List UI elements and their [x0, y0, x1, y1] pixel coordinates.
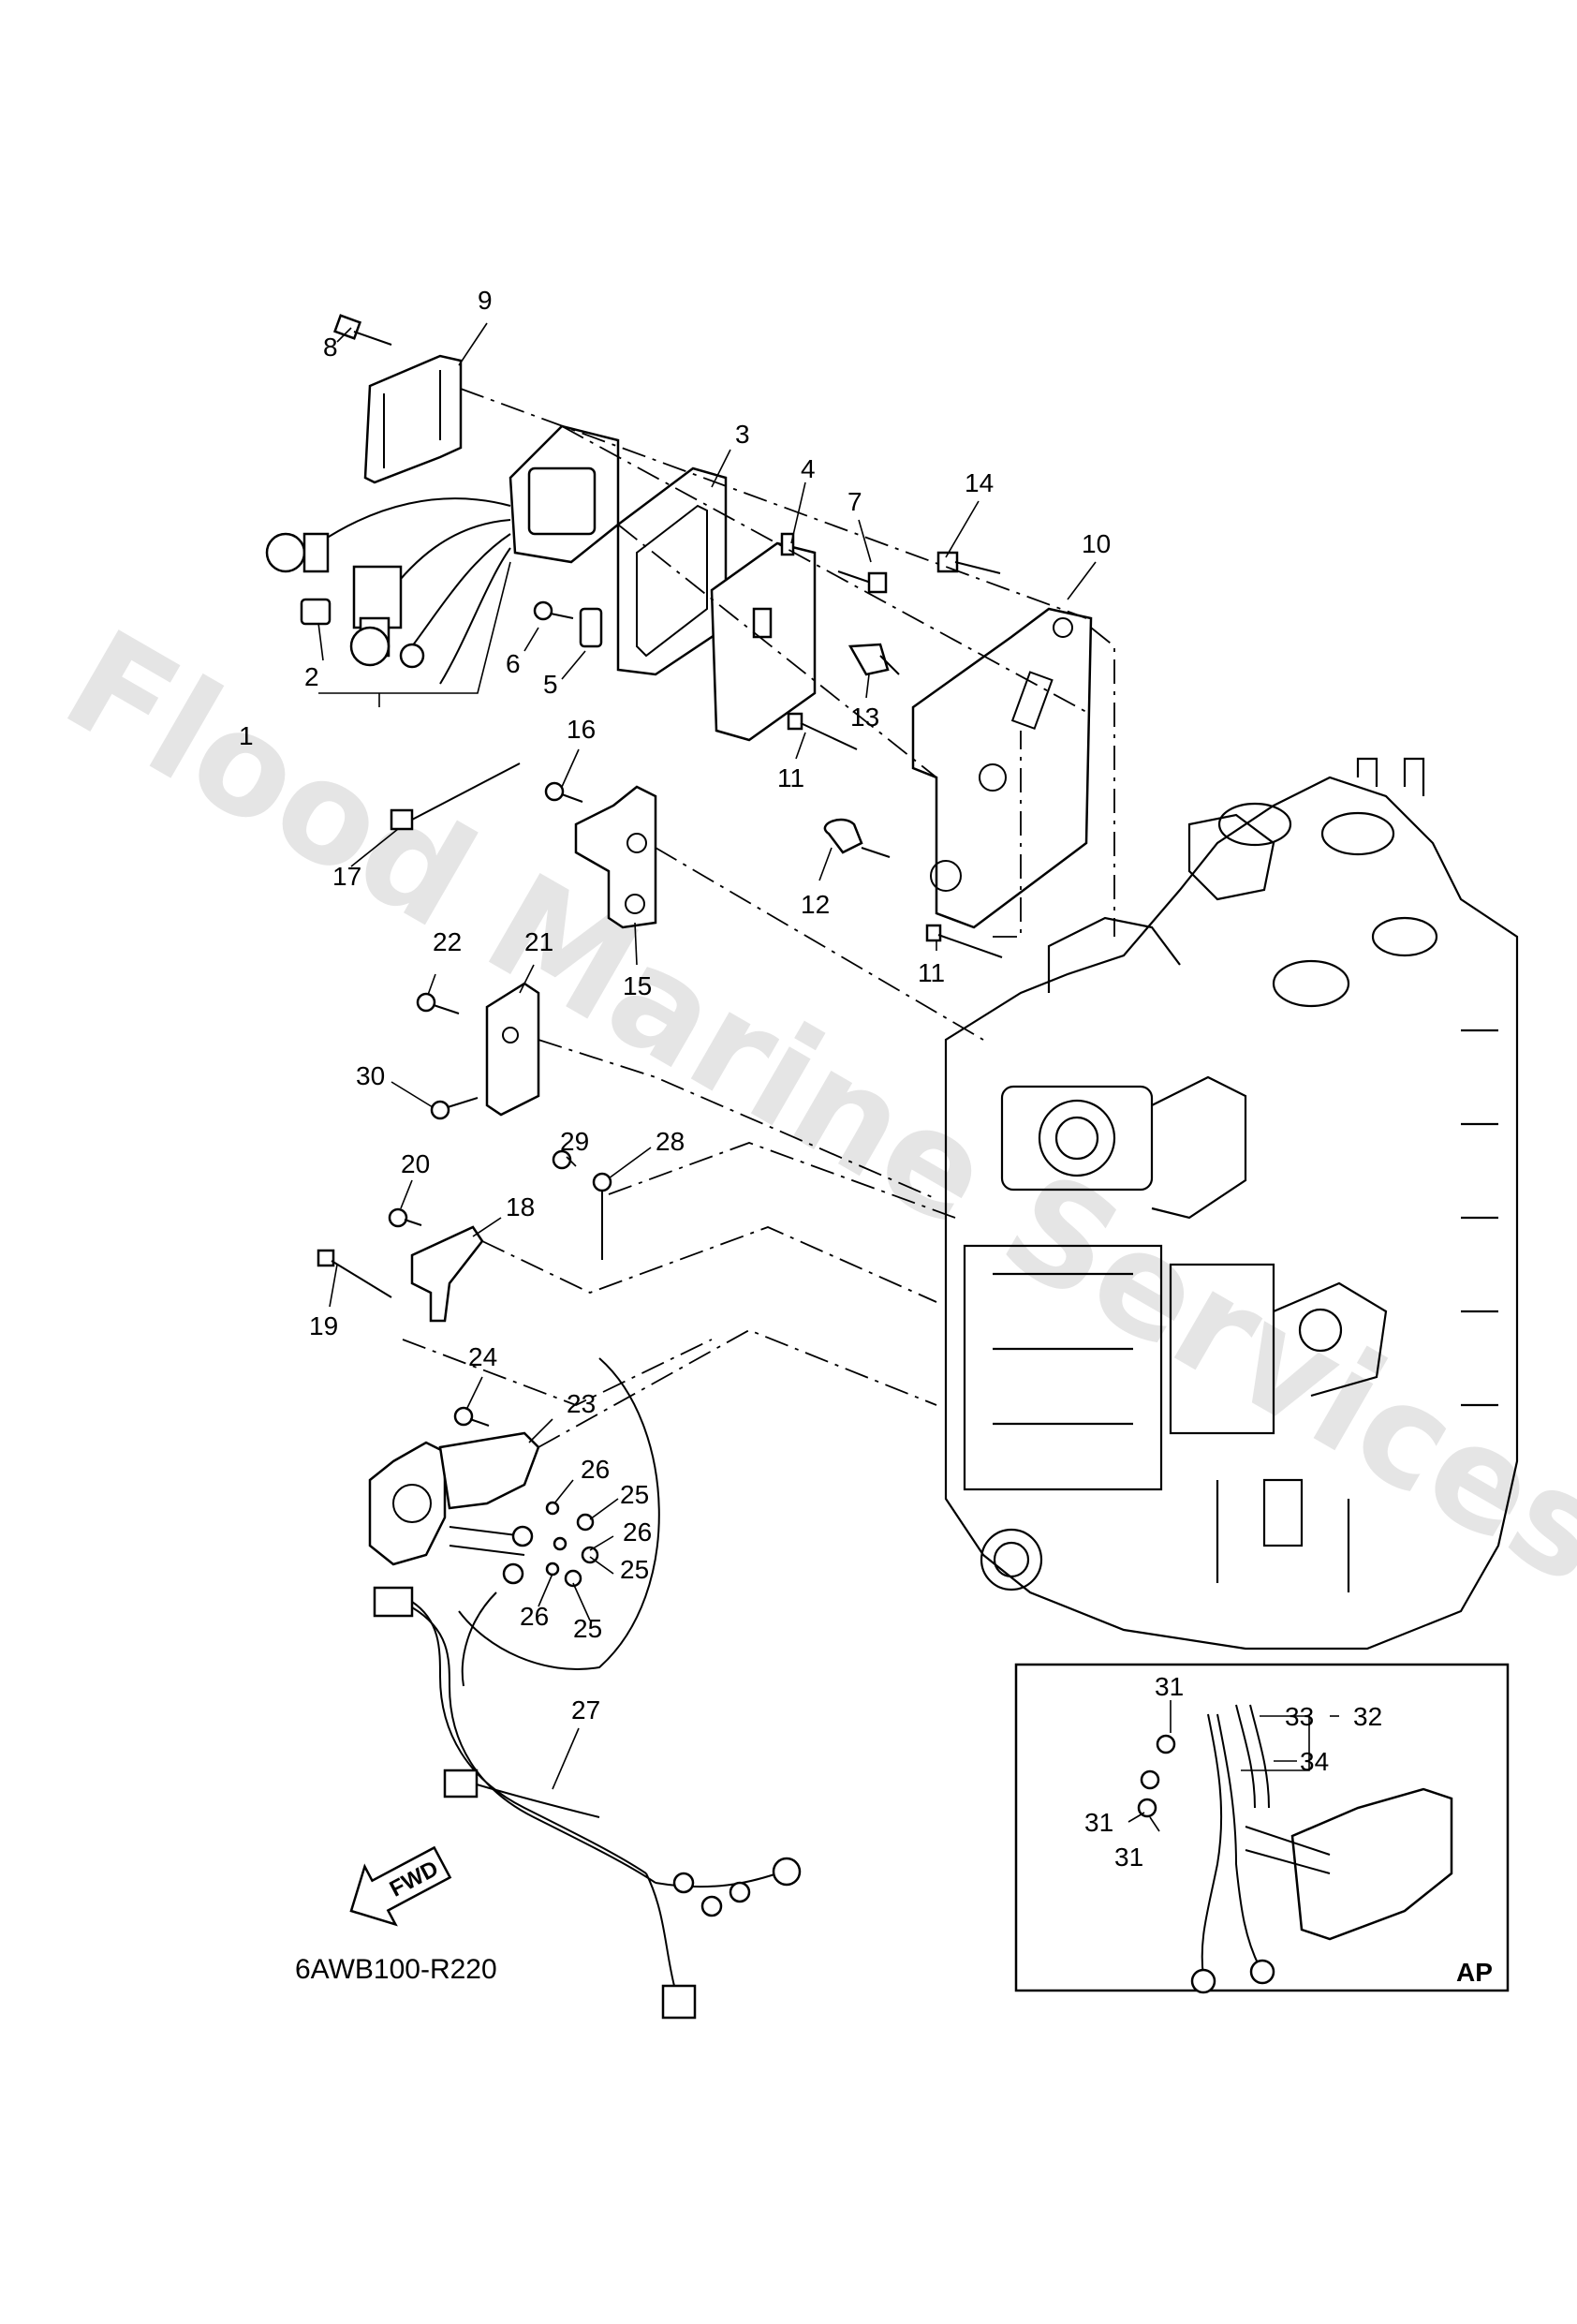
callout-7: 7: [847, 487, 862, 516]
part-10-bracket: [911, 607, 1093, 929]
callout-17: 17: [332, 862, 361, 891]
part-11-tie-lower: [925, 924, 1003, 958]
callout-20: 20: [401, 1149, 430, 1178]
callout-18: 18: [506, 1192, 535, 1221]
callout-34: 34: [1300, 1747, 1329, 1776]
callout-31b: 31: [1084, 1808, 1113, 1837]
callout-21: 21: [524, 927, 553, 956]
part-23-assembly: [368, 1431, 540, 1585]
part-1-cdi-unit: [265, 424, 620, 685]
part-28-wire: [592, 1172, 612, 1260]
callout-30: 30: [356, 1061, 385, 1090]
part-9-bracket: [363, 354, 463, 484]
callout-31c: 31: [1114, 1843, 1143, 1872]
callout-19: 19: [309, 1311, 338, 1340]
callout-10: 10: [1082, 529, 1111, 558]
callout-6: 6: [506, 649, 521, 678]
part-30-screw: [430, 1097, 479, 1120]
callout-5: 5: [543, 670, 558, 699]
callout-3: 3: [735, 420, 750, 449]
callout-25a: 25: [620, 1480, 649, 1509]
part-18-bracket: [410, 1225, 484, 1323]
callout-11b: 11: [918, 958, 945, 987]
callout-14: 14: [965, 468, 994, 497]
dashed-leaders: [402, 388, 1115, 1448]
callout-13: 13: [850, 703, 879, 732]
part-8-bolt: [332, 314, 392, 346]
part-3-gasket: [616, 466, 728, 676]
detail-bubble: [458, 1357, 660, 1670]
callout-26c: 26: [520, 1602, 549, 1631]
callout-22: 22: [433, 927, 462, 956]
callout-26a: 26: [581, 1455, 610, 1484]
callout-28: 28: [656, 1127, 685, 1156]
callout-25b: 25: [620, 1555, 649, 1584]
callout-11a: 11: [777, 763, 804, 792]
callout-2: 2: [304, 662, 319, 691]
callout-32: 32: [1353, 1702, 1382, 1731]
part-13-clamp: [847, 643, 900, 676]
part-22-screw: [416, 992, 460, 1014]
part-6-screw: [533, 600, 574, 621]
part-20-screw: [388, 1207, 422, 1228]
part-27-harness: [373, 1586, 802, 2020]
callout-9: 9: [478, 286, 493, 315]
part-16-screw: [544, 781, 583, 803]
part-11-tie-upper: [787, 712, 858, 750]
part-24-screw: [453, 1406, 490, 1427]
callout-29: 29: [560, 1127, 589, 1156]
callout-16: 16: [567, 715, 596, 744]
part-15-bracket: [574, 785, 657, 929]
part-4-plate: [710, 532, 817, 742]
part-7-bolt: [837, 570, 888, 594]
callout-8: 8: [323, 333, 338, 362]
part-21-bracket: [485, 982, 540, 1117]
drawing-code: 6AWB100-R220: [295, 1954, 497, 1985]
part-2-clip: [300, 598, 332, 626]
parts-25-26-fasteners: [545, 1501, 599, 1588]
part-5-spacer: [579, 607, 603, 648]
callout-4: 4: [801, 454, 816, 483]
callout-27: 27: [571, 1695, 600, 1724]
callout-23: 23: [567, 1389, 596, 1418]
engine-block: [944, 757, 1519, 1650]
part-12-clamp: [823, 818, 891, 858]
callout-26b: 26: [623, 1517, 652, 1547]
part-19-pin: [317, 1249, 392, 1298]
callout-12: 12: [801, 890, 830, 919]
watermark: Flood Marine Services: [39, 600, 1577, 1616]
callout-1: 1: [239, 721, 254, 750]
callout-31a: 31: [1155, 1672, 1184, 1701]
part-17-tie: [390, 762, 521, 831]
callout-labels: 1 2 3 4 5 6 7 8 9 10 11 11 12 13 14 15 1…: [239, 286, 1382, 1872]
fwd-arrow-icon: FWD: [349, 1845, 452, 1927]
callout-33: 33: [1285, 1702, 1314, 1731]
callout-leaders: [317, 322, 1097, 1790]
inset-detail: [1014, 1663, 1510, 1994]
callout-25c: 25: [573, 1614, 602, 1643]
callout-24: 24: [468, 1342, 497, 1371]
inset-label: AP: [1456, 1958, 1493, 1987]
callout-15: 15: [623, 971, 652, 1000]
